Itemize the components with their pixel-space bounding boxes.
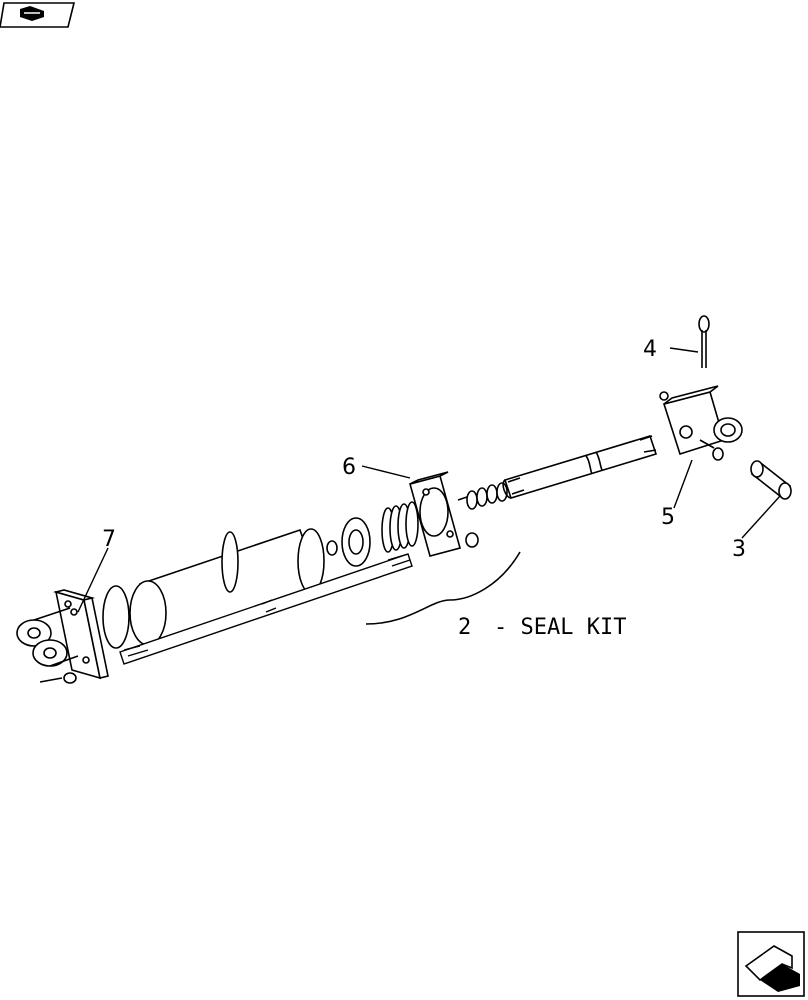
clevis-pin: [750, 460, 792, 500]
o-ring: [102, 585, 130, 649]
leader-lines: [77, 347, 781, 613]
cylinder-barrel: [129, 528, 325, 646]
callout-7: 7: [102, 527, 116, 552]
next-page-icon[interactable]: [737, 931, 805, 997]
tie-rods: [119, 553, 413, 665]
callout-6: 6: [342, 455, 356, 480]
callout-4: 4: [643, 337, 657, 362]
rear-clevis-end-cap: [16, 589, 109, 684]
piston-rod: [502, 435, 658, 499]
previous-page-icon[interactable]: [0, 2, 76, 28]
rod-seals: [466, 482, 508, 510]
seal-kit-label: - SEAL KIT: [494, 615, 626, 640]
cotter-pin: [698, 315, 710, 368]
rod-end-clevis: [659, 385, 743, 461]
callout-3: 3: [732, 537, 746, 562]
seal-kit-brace: [365, 551, 521, 625]
front-gland-end-cap: [409, 471, 479, 557]
nut: [326, 540, 338, 556]
callout-2: 2: [458, 615, 471, 640]
piston-seals: [341, 501, 419, 567]
callout-5: 5: [661, 505, 675, 530]
